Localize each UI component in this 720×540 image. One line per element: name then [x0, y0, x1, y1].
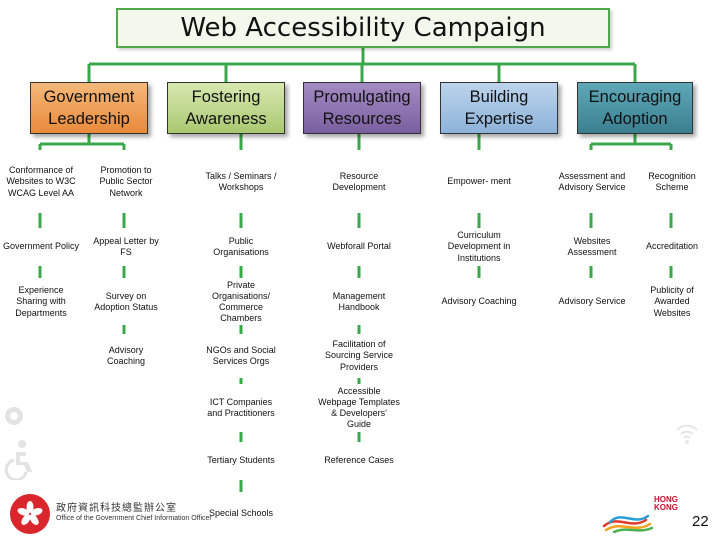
bld-item-empowerment: Empower- ment	[447, 176, 511, 187]
brand-hong-kong-text: HONG KONG	[654, 495, 678, 513]
category-fostering-awareness: Fostering Awareness	[167, 82, 285, 134]
category-building-expertise: Building Expertise	[440, 82, 558, 134]
pro-item-management-handbook: Management Handbook	[332, 290, 386, 312]
bld-item-advisory-coaching: Advisory Coaching	[441, 296, 517, 307]
fos-item-ict-companies: ICT Companies and Practitioners	[207, 396, 275, 418]
brand-hong-kong-logo-icon	[602, 514, 654, 534]
gov-item-conformance: Conformance of Websites to W3C WCAG Leve…	[6, 165, 76, 198]
pro-item-reference-cases: Reference Cases	[324, 455, 394, 466]
gov-item-appeal-letter: Appeal Letter by FS	[93, 235, 159, 257]
enc-item-recognition-scheme: Recognition Scheme	[648, 170, 696, 192]
ogcio-name-english: Office of the Government Chief Informati…	[56, 515, 212, 522]
fos-item-special-schools: Special Schools	[208, 508, 274, 519]
accessibility-watermark-icon	[4, 407, 32, 480]
gov-item-experience-sharing: Experience Sharing with Departments	[15, 285, 67, 318]
pro-item-webforall-portal: Webforall Portal	[327, 241, 391, 252]
ogcio-name-chinese: 政府資訊科技總監辦公室	[56, 503, 177, 514]
category-government-leadership: Government Leadership	[30, 82, 148, 134]
gov-item-policy: Government Policy	[2, 241, 80, 252]
category-encouraging-adoption: Encouraging Adoption	[577, 82, 693, 134]
bauhinia-icon	[17, 501, 43, 525]
hksar-emblem-icon	[10, 494, 50, 534]
campaign-title: Web Accessibility Campaign	[180, 13, 546, 43]
fos-item-public-orgs: Public Organisations	[213, 235, 269, 257]
page-number: 22	[692, 513, 709, 530]
campaign-title-box: Web Accessibility Campaign	[116, 8, 610, 48]
pro-item-sourcing-service: Facilitation of Sourcing Service Provide…	[324, 339, 394, 372]
fos-item-private-orgs: Private Organisations/ Commerce Chambers	[211, 279, 271, 324]
enc-item-publicity: Publicity of Awarded Websites	[650, 285, 694, 318]
wireless-watermark-icon	[676, 424, 698, 444]
enc-item-accreditation: Accreditation	[645, 241, 699, 252]
bld-item-curriculum: Curriculum Development in Institutions	[447, 230, 511, 263]
enc-item-websites-assessment: Websites Assessment	[567, 235, 617, 257]
enc-item-advisory-service: Advisory Service	[558, 296, 626, 307]
fos-item-ngos: NGOs and Social Services Orgs	[206, 344, 276, 366]
fos-item-tertiary-students: Tertiary Students	[207, 455, 275, 466]
pro-item-webpage-templates: Accessible Webpage Templates & Developer…	[318, 385, 400, 430]
pro-item-resource-development: Resource Development	[332, 170, 386, 192]
category-promulgating-resources: Promulgating Resources	[303, 82, 421, 134]
enc-item-assessment-advisory: Assessment and Advisory Service	[558, 170, 626, 192]
fos-item-talks: Talks / Seminars / Workshops	[205, 170, 277, 192]
gov-item-promotion: Promotion to Public Sector Network	[99, 165, 153, 198]
gov-item-survey: Survey on Adoption Status	[94, 290, 158, 312]
gov-item-advisory-coaching: Advisory Coaching	[106, 344, 146, 366]
